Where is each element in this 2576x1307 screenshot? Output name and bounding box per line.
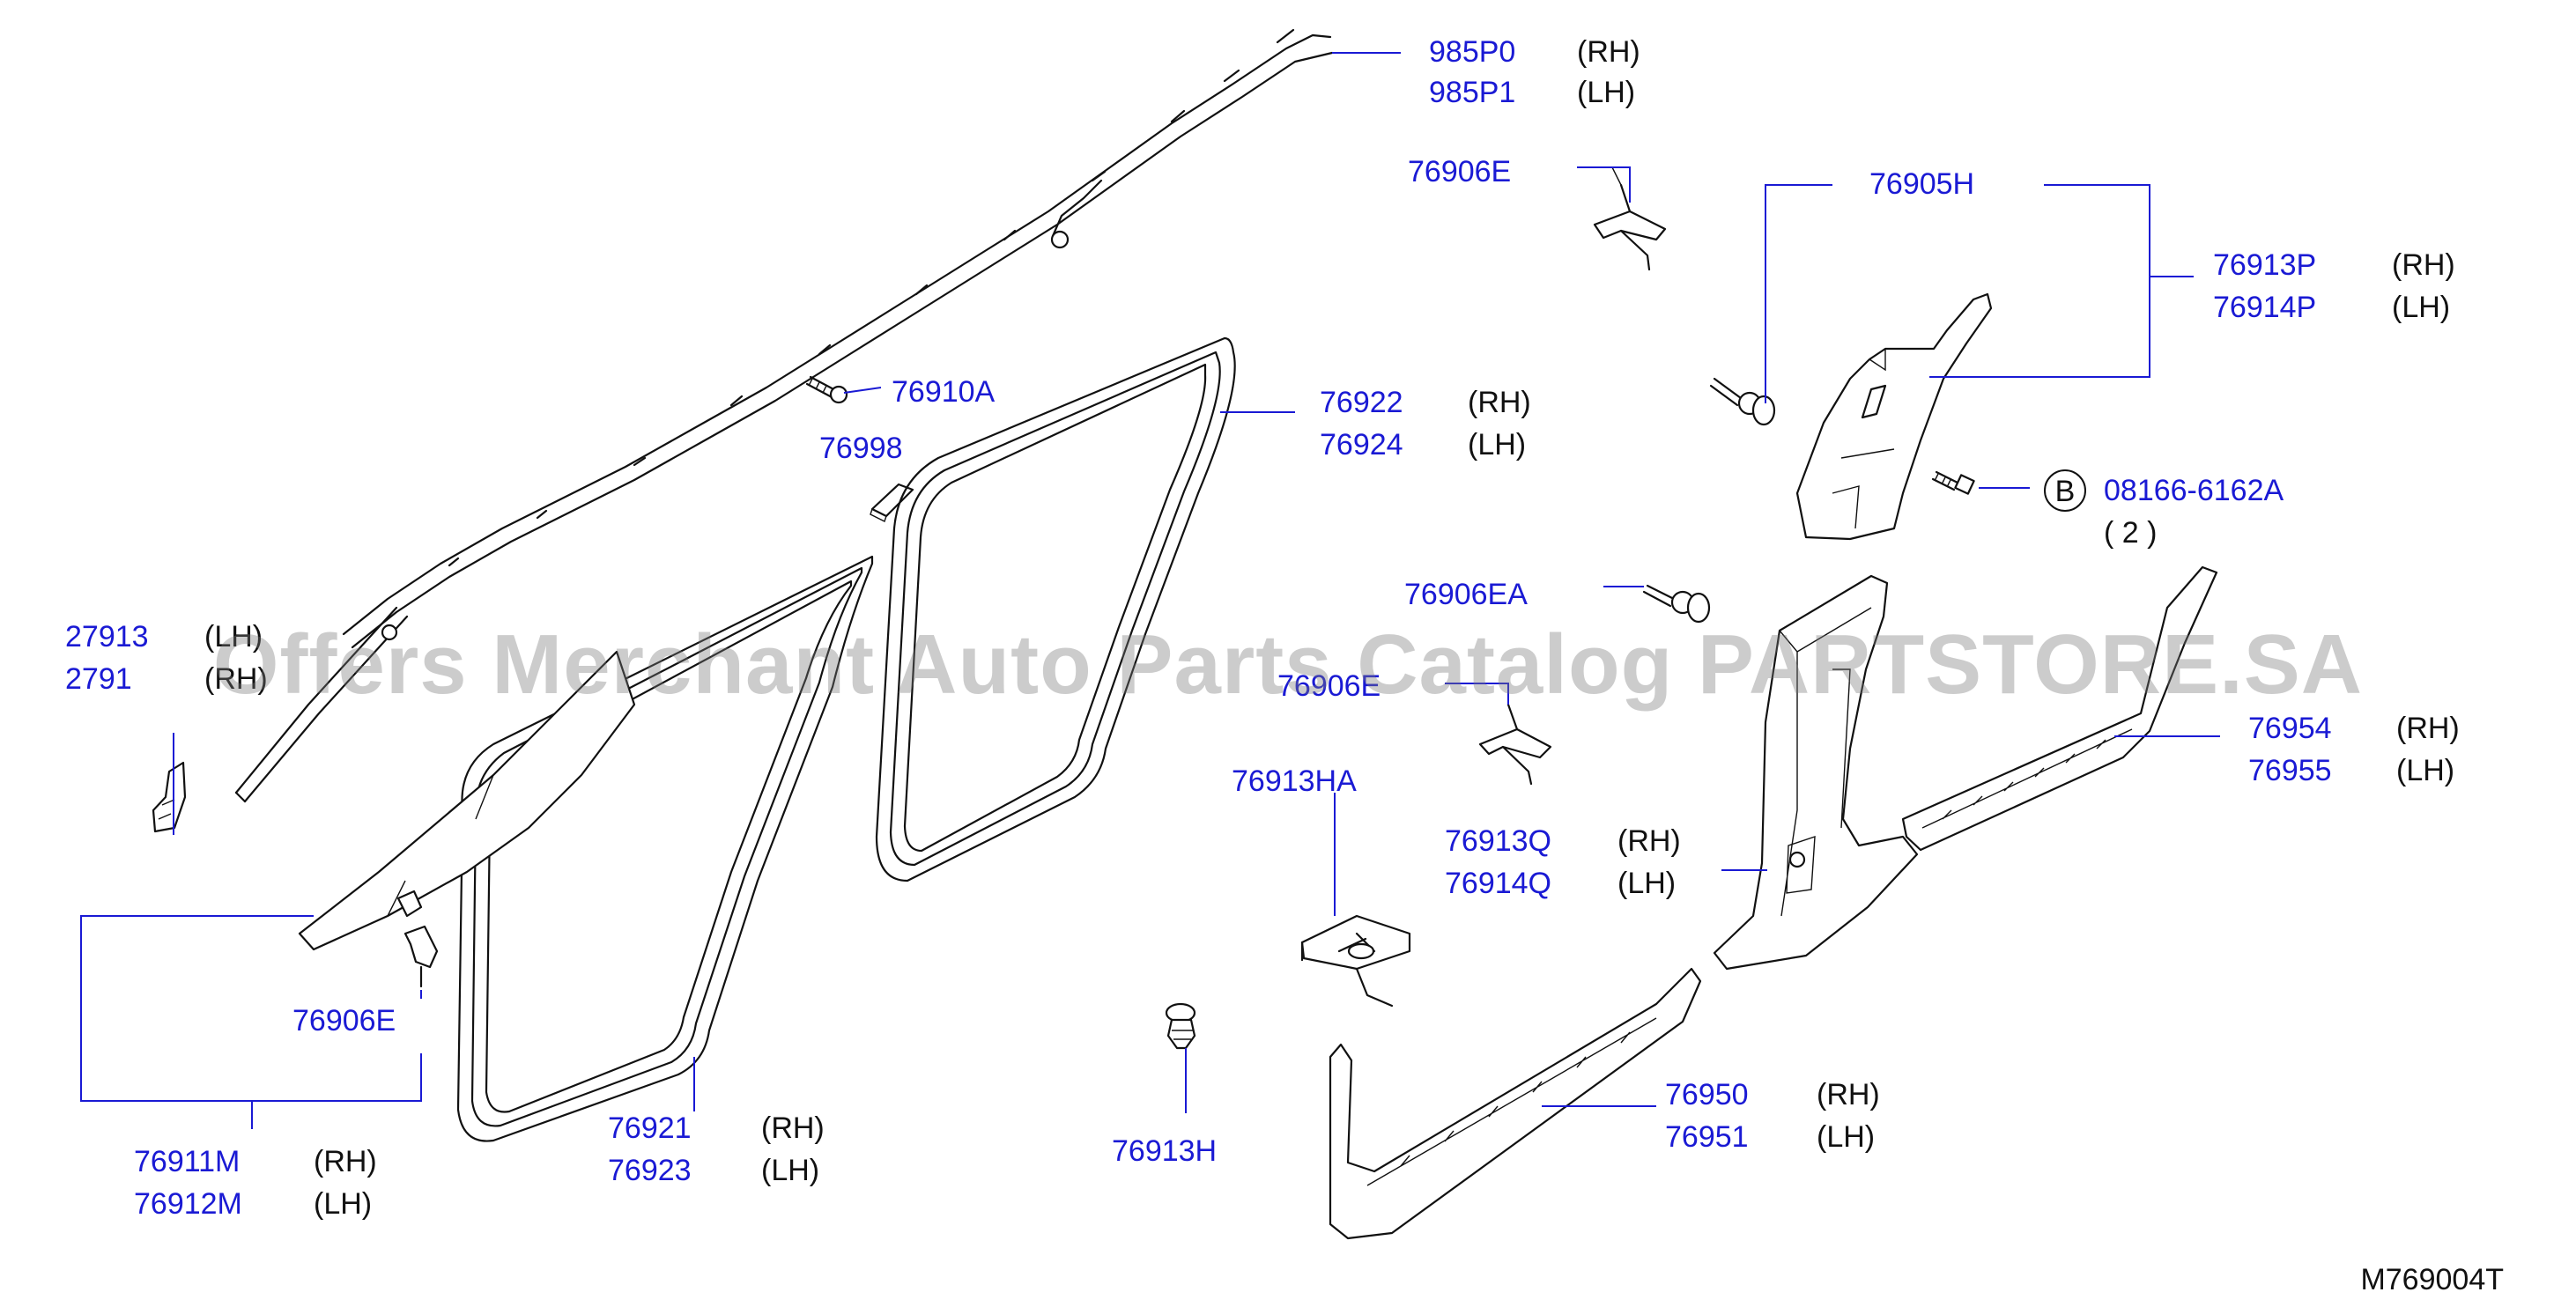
rear-kicking-plate-drawing	[1901, 565, 2218, 852]
label-76924-side: (LH)	[1468, 428, 1526, 462]
label-76951[interactable]: 76951	[1665, 1120, 1749, 1154]
bolt-08166-drawing	[1931, 470, 1975, 495]
label-985p0-side: (RH)	[1577, 35, 1640, 69]
label-76921-side: (RH)	[761, 1111, 825, 1145]
clip-76906e-lower-drawing	[403, 925, 439, 988]
label-76914q-side: (LH)	[1617, 867, 1676, 900]
label-76905h[interactable]: 76905H	[1869, 167, 1974, 201]
label-76906e-lower[interactable]: 76906E	[292, 1004, 396, 1037]
b-pillar-lower-garnish-drawing	[1713, 574, 1919, 971]
label-76950[interactable]: 76950	[1665, 1078, 1749, 1111]
rear-door-weatherstrip-drawing	[875, 336, 1236, 882]
label-76913p-side: (RH)	[2392, 248, 2455, 282]
label-27913-side: (LH)	[204, 620, 263, 654]
marker-b-letter: B	[2055, 475, 2076, 508]
label-76922-side: (RH)	[1468, 386, 1531, 419]
label-76911m[interactable]: 76911M	[134, 1145, 240, 1178]
label-2791x-side: (RH)	[204, 662, 268, 696]
clip-76906ea-drawing	[1642, 584, 1711, 624]
label-76911m-side: (RH)	[314, 1145, 377, 1178]
label-2791x[interactable]: 2791	[65, 662, 132, 696]
label-76950-side: (RH)	[1817, 1078, 1880, 1111]
clip-76913h-drawing	[1165, 1002, 1196, 1050]
label-985p1[interactable]: 985P1	[1429, 76, 1515, 109]
label-76906e-middle[interactable]: 76906E	[1277, 669, 1381, 703]
b-pillar-upper-garnish-drawing	[1795, 292, 1993, 541]
label-76910a[interactable]: 76910A	[892, 375, 996, 409]
label-76955[interactable]: 76955	[2248, 754, 2332, 787]
clip-76906e-middle-drawing	[1478, 703, 1552, 786]
label-76913q[interactable]: 76913Q	[1445, 824, 1551, 858]
label-76914p-side: (LH)	[2392, 291, 2450, 324]
label-76922[interactable]: 76922	[1320, 386, 1403, 419]
callout-labels: 985P0 (RH) 985P1 (LH) 76906E 76905H 7691…	[65, 35, 2504, 1296]
label-76913h[interactable]: 76913H	[1112, 1134, 1217, 1168]
label-76913ha[interactable]: 76913HA	[1232, 764, 1357, 798]
label-76954-side: (RH)	[2396, 712, 2460, 745]
front-door-weatherstrip-drawing	[456, 555, 874, 1142]
screw-76910a-drawing	[805, 375, 848, 404]
label-76998[interactable]: 76998	[819, 432, 903, 465]
label-76923[interactable]: 76923	[608, 1154, 692, 1187]
label-76914q[interactable]: 76914Q	[1445, 867, 1551, 900]
label-76912m-side: (LH)	[314, 1187, 372, 1221]
label-27913[interactable]: 27913	[65, 620, 149, 654]
label-76951-side: (LH)	[1817, 1120, 1875, 1154]
label-76914p[interactable]: 76914P	[2213, 291, 2316, 324]
curtain-airbag-drawing	[234, 28, 1334, 803]
pad-76998-drawing	[870, 483, 914, 522]
clip-76906e-top-drawing	[1593, 166, 1667, 271]
front-kicking-plate-drawing	[1329, 967, 1702, 1240]
label-76913p[interactable]: 76913P	[2213, 248, 2316, 282]
label-76921[interactable]: 76921	[608, 1111, 692, 1145]
clip-27913-drawing	[152, 761, 187, 833]
label-76906ea[interactable]: 76906EA	[1404, 578, 1528, 611]
leader-lines	[80, 52, 2220, 1129]
label-985p0[interactable]: 985P0	[1429, 35, 1515, 69]
label-76906e-top[interactable]: 76906E	[1408, 155, 1511, 188]
diagram-code: M769004T	[2360, 1263, 2504, 1296]
label-76913q-side: (RH)	[1617, 824, 1681, 858]
clip-76913ha-drawing	[1300, 914, 1411, 1008]
label-76923-side: (LH)	[761, 1154, 819, 1187]
a-pillar-garnish-drawing	[298, 650, 636, 951]
clip-76905h-drawing	[1709, 377, 1776, 426]
marker-b-circle	[2044, 469, 2086, 512]
label-08166-6162a[interactable]: 08166-6162A	[2104, 474, 2284, 507]
label-76954[interactable]: 76954	[2248, 712, 2332, 745]
label-985p1-side: (LH)	[1577, 76, 1635, 109]
label-76955-side: (LH)	[2396, 754, 2454, 787]
label-08166-qty: ( 2 )	[2104, 516, 2157, 550]
label-76912m[interactable]: 76912M	[134, 1187, 242, 1221]
label-76924[interactable]: 76924	[1320, 428, 1403, 462]
